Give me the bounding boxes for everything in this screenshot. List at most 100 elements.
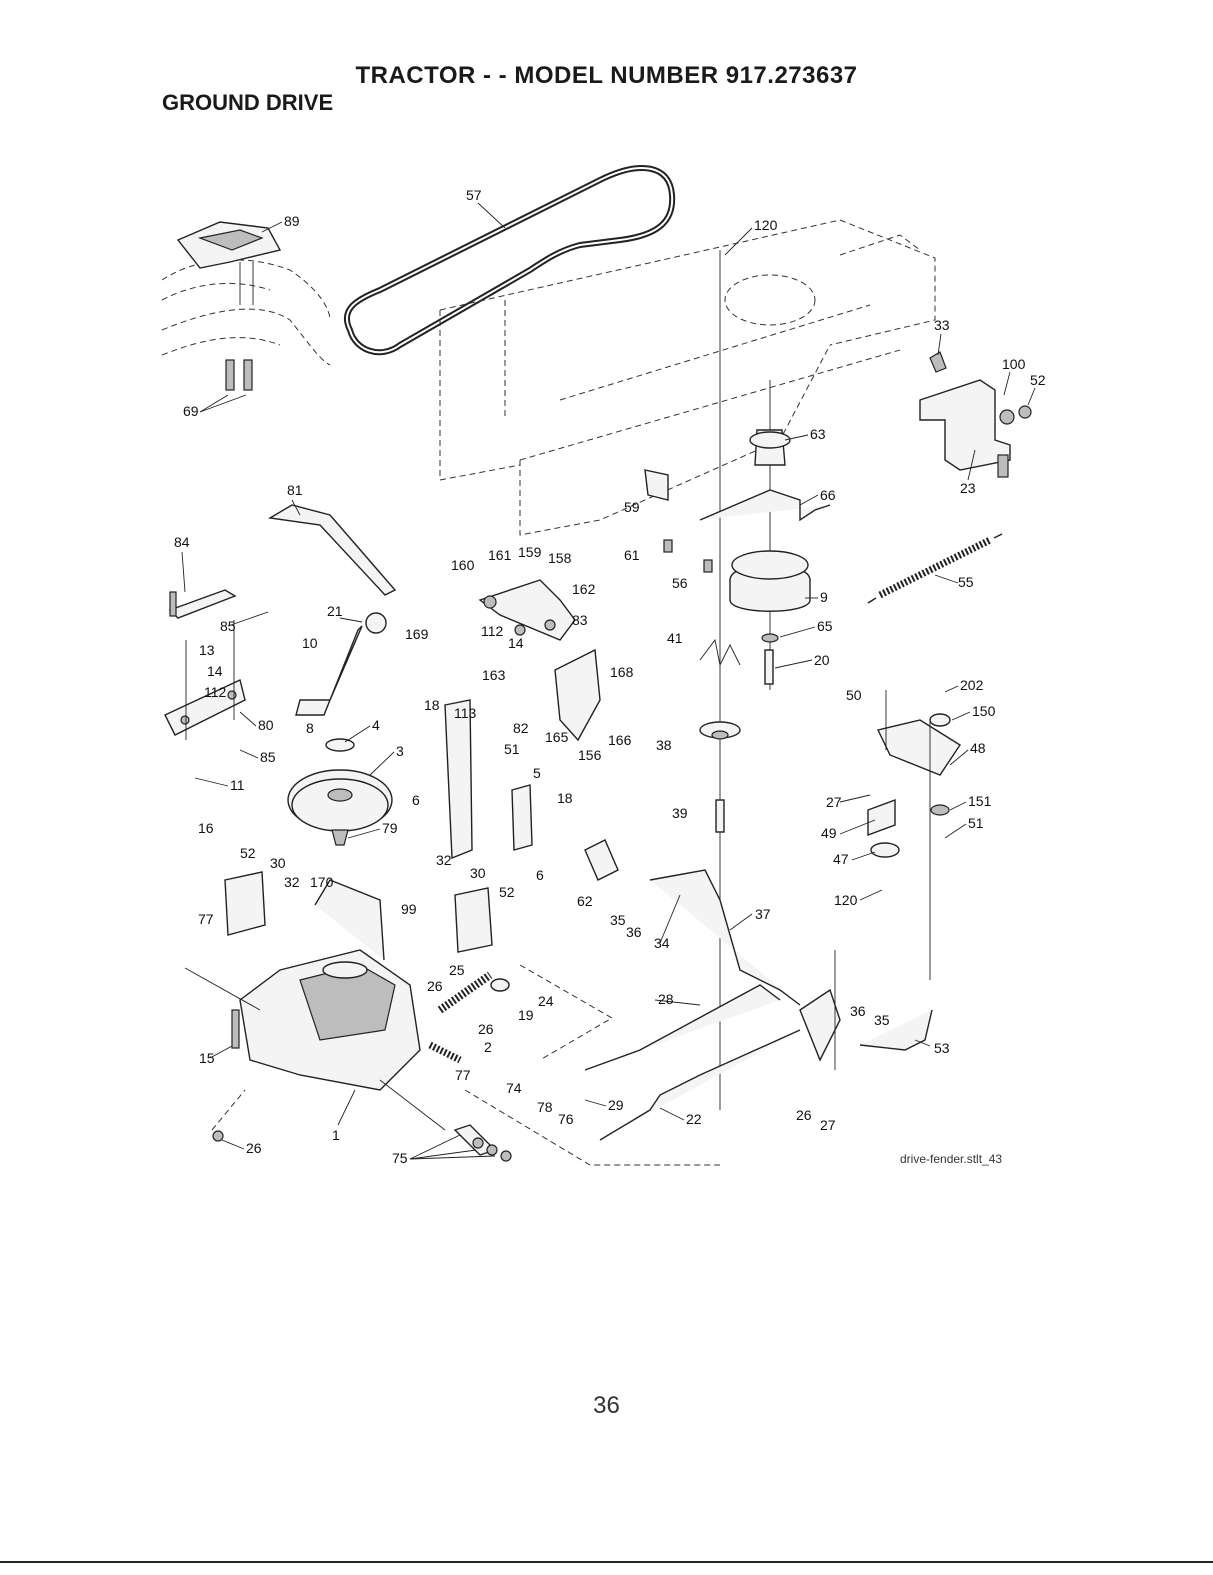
callout-19: 19 — [518, 1007, 534, 1023]
callout-3: 3 — [396, 743, 404, 759]
callout-51: 51 — [504, 741, 520, 757]
callout-24: 24 — [538, 993, 554, 1009]
callout-56: 56 — [672, 575, 688, 591]
callout-39: 39 — [672, 805, 688, 821]
bottom-parts-drawing — [211, 964, 720, 1166]
callout-4: 4 — [372, 717, 380, 733]
shift-lever-drawing — [295, 612, 387, 716]
callout-36b: 36 — [850, 1003, 866, 1019]
callout-161: 161 — [488, 547, 512, 563]
page-title: TRACTOR - - MODEL NUMBER 917.273637 — [355, 62, 858, 89]
belt-drawing — [343, 165, 676, 356]
callout-29: 29 — [608, 1097, 624, 1113]
callout-14: 14 — [508, 635, 524, 651]
callout-160: 160 — [451, 557, 475, 573]
transaxle-drawing — [184, 871, 493, 1131]
callout-22: 22 — [686, 1111, 702, 1127]
callout-48: 48 — [970, 740, 986, 756]
callout-labels: 57 89 120 33 100 52 69 63 23 81 66 84 16… — [174, 187, 1046, 1166]
callout-163: 163 — [482, 667, 506, 683]
callout-18b: 18 — [557, 790, 573, 806]
callout-1: 1 — [332, 1127, 340, 1143]
callout-32: 32 — [436, 852, 452, 868]
callout-77: 77 — [198, 911, 214, 927]
callout-159: 159 — [518, 544, 542, 560]
callout-26d: 26 — [246, 1140, 262, 1156]
callout-10: 10 — [302, 635, 318, 651]
callout-8: 8 — [306, 720, 314, 736]
callout-30: 30 — [270, 855, 286, 871]
callout-55: 55 — [958, 574, 974, 590]
callout-168: 168 — [610, 664, 634, 680]
callout-18: 18 — [424, 697, 440, 713]
callout-36: 36 — [626, 924, 642, 940]
callout-79: 79 — [382, 820, 398, 836]
callout-170: 170 — [310, 874, 334, 890]
callout-6: 6 — [412, 792, 420, 808]
callout-69: 69 — [183, 403, 199, 419]
callout-59: 59 — [624, 499, 640, 515]
clutch-column-drawing — [644, 250, 831, 1110]
callout-66: 66 — [820, 487, 836, 503]
callout-15: 15 — [199, 1050, 215, 1066]
spring-55-drawing — [867, 533, 1003, 604]
callout-75: 75 — [392, 1150, 408, 1166]
callout-78: 78 — [537, 1099, 553, 1115]
callout-leaders — [181, 202, 1036, 1160]
callout-63: 63 — [810, 426, 826, 442]
callout-84: 84 — [174, 534, 190, 550]
callout-35b: 35 — [874, 1012, 890, 1028]
callout-26b: 26 — [478, 1021, 494, 1037]
callout-9: 9 — [820, 589, 828, 605]
callout-113: 113 — [454, 705, 477, 721]
callout-112b: 112 — [204, 684, 227, 700]
callout-49: 49 — [821, 825, 837, 841]
callout-76: 76 — [558, 1111, 574, 1127]
callout-51b: 51 — [968, 815, 984, 831]
callout-2: 2 — [484, 1039, 492, 1055]
callout-120b: 120 — [834, 892, 858, 908]
callout-38: 38 — [656, 737, 672, 753]
callout-5: 5 — [533, 765, 541, 781]
callout-14b: 14 — [207, 663, 223, 679]
callout-27: 27 — [826, 794, 842, 810]
callout-33: 33 — [934, 317, 950, 333]
callout-80: 80 — [258, 717, 274, 733]
callout-13: 13 — [199, 642, 215, 658]
callout-35: 35 — [610, 912, 626, 928]
bottom-divider — [0, 1561, 1213, 1563]
callout-11: 11 — [230, 777, 245, 793]
center-brackets-drawing — [444, 579, 601, 860]
callout-27b: 27 — [820, 1117, 836, 1133]
callout-166: 166 — [608, 732, 632, 748]
callout-52: 52 — [1030, 372, 1046, 388]
callout-16: 16 — [198, 820, 214, 836]
callout-53: 53 — [934, 1040, 950, 1056]
callout-85b: 85 — [260, 749, 276, 765]
callout-169: 169 — [405, 626, 429, 642]
callout-52c: 52 — [499, 884, 515, 900]
callout-158: 158 — [548, 550, 572, 566]
callout-150: 150 — [972, 703, 996, 719]
callout-112: 112 — [481, 623, 504, 639]
callout-165: 165 — [545, 729, 569, 745]
callout-162: 162 — [572, 581, 596, 597]
idler-column-drawing — [867, 690, 961, 980]
section-title: GROUND DRIVE — [162, 90, 334, 115]
callout-26: 26 — [427, 978, 443, 994]
callout-34: 34 — [654, 935, 670, 951]
frame-drawing — [439, 219, 936, 536]
springs-drawing — [428, 971, 510, 1064]
rods-drawing — [584, 839, 933, 1141]
callout-120: 120 — [754, 217, 778, 233]
callout-85: 85 — [220, 618, 236, 634]
callout-83: 83 — [572, 612, 588, 628]
page-number: 36 — [593, 1392, 620, 1419]
callout-62: 62 — [577, 893, 593, 909]
callout-156: 156 — [578, 747, 602, 763]
callout-23: 23 — [960, 480, 976, 496]
callout-20: 20 — [814, 652, 830, 668]
callout-28: 28 — [658, 991, 674, 1007]
callout-82: 82 — [513, 720, 529, 736]
